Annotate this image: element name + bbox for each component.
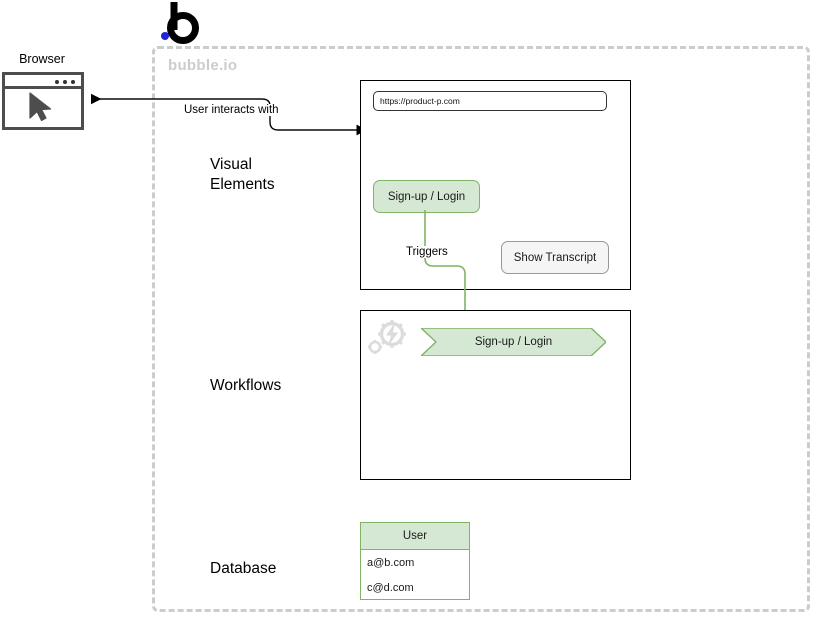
platform-label: bubble.io: [168, 57, 238, 74]
browser-dot-2: [63, 80, 67, 84]
row-title-database: Database: [210, 560, 277, 577]
mouse-cursor-icon: [29, 92, 52, 122]
platform-boundary: [152, 46, 810, 612]
triggers-label: Triggers: [404, 246, 450, 258]
visual-elements-panel: https://product-p.com Sign-up / Login Sh…: [360, 80, 631, 290]
database-user-table: User a@b.com c@d.com: [360, 522, 470, 600]
browser-titlebar: [5, 75, 81, 89]
workflow-action-shape[interactable]: [421, 328, 606, 356]
show-transcript-button[interactable]: Show Transcript: [501, 241, 609, 274]
row-title-visual-elements-line2: Elements: [210, 176, 275, 193]
browser-dot-1: [55, 80, 59, 84]
browser-window-icon: [2, 72, 84, 130]
row-title-visual-elements-line1: Visual: [210, 156, 252, 173]
url-bar-input[interactable]: https://product-p.com: [373, 91, 607, 111]
bubble-b-logo-icon: [158, 0, 206, 46]
user-interaction-label: User interacts with: [182, 104, 281, 116]
workflows-panel: Sign-up / Login: [360, 310, 631, 480]
workflow-action-label: Sign-up / Login: [474, 336, 553, 348]
browser-dot-3: [71, 80, 75, 84]
table-row: c@d.com: [367, 581, 414, 594]
gear-lightning-icon: [368, 320, 406, 354]
row-title-visual-elements: Visual Elements: [210, 155, 275, 195]
browser-label: Browser: [19, 52, 65, 66]
database-table-header: User: [361, 523, 469, 550]
signup-login-element[interactable]: Sign-up / Login: [373, 180, 480, 213]
row-title-workflows: Workflows: [210, 377, 282, 394]
table-row: a@b.com: [367, 556, 415, 569]
